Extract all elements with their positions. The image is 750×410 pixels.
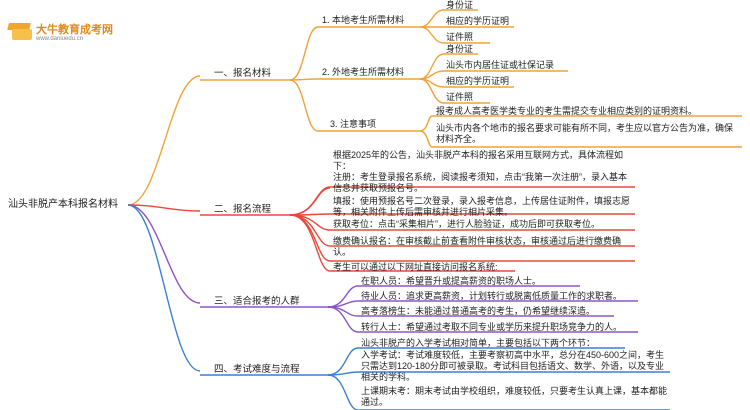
local-material-1: 身份证 [446,0,474,10]
site-name: 大牛教育成考网 [36,24,113,36]
audience-career-change: 转行人士：希望通过考取不同专业或学历来提升职场竞争力的人。 [361,322,623,332]
nonlocal-material-3: 相应的学历证明 [446,76,510,86]
note-2: 汕头市内各个地市的报名要求可能有所不同，考生应以官方公告为准，确保材料齐全。 [436,123,734,144]
site-url: www.daniuedu.cn [36,36,84,42]
local-material-3: 证件照 [446,32,474,42]
audience-employed: 在职人员：希望晋升或提高薪资的职场人士。 [361,276,542,286]
graduation-book-icon [7,21,34,41]
process-website: 考生可以通过以下网址直接访问报名系统: [333,262,498,272]
audience-jobseeker: 待业人员：追求更高薪资，计划转行或脱离低质量工作的求职者。 [361,291,623,301]
site-logo: 大牛教育成考网 www.daniuedu.cn [6,3,126,47]
nonlocal-material-4: 证件照 [446,92,474,102]
exam-entrance: 入学考试：考试难度较低，主要考察初高中水平，总分在450-600之间，考生只需达… [361,350,665,382]
branch-2-label: 二、报名流程 [214,204,272,215]
audience-exam-failed: 高考落榜生：未能通过普通高考的考生，仍希望继续深造。 [361,306,596,316]
branch-4-label: 四、考试难度与流程 [214,364,300,375]
process-pay: 缴费确认报名：在审核截止前查看附件审核状态，审核通过后进行缴费确认。 [333,236,622,257]
local-material-2: 相应的学历证明 [446,16,510,26]
process-intro: 根据2025年的公告，汕头非脱产本科的报名采用互联网方式，具体流程如下： [333,150,624,171]
process-fill: 填报：使用预报名号二次登录，录入报考信息，上传居住证附件，填报志愿等，相关附件上… [333,196,631,217]
exam-intro: 汕头非脱产的入学考试相对简单，主要包括以下两个环节： [361,338,596,348]
note-1: 报考成人高考医学类专业的考生需提交专业相应类别的证明资料。 [436,106,698,116]
branch-1-item-3: 3. 注意事项 [330,119,377,129]
process-seat: 获取考位：点击“采集相片”，进行人脸验证，成功后即可获取考位。 [333,219,600,229]
branch-3-label: 三、适合报考的人群 [214,296,300,307]
process-register: 注册：考生登录报名系统，阅读报考须知，点击“我第一次注册”，录入基本信息并获取预… [333,172,627,193]
nonlocal-material-2: 汕头市内居住证或社保记录 [446,60,555,70]
nonlocal-material-1: 身份证 [446,44,474,54]
branch-1-item-1: 1. 本地考生所需材料 [322,15,405,25]
root-node: 汕头非脱产本科报名材料 [8,199,118,210]
branch-1-label: 一、报名材料 [214,68,272,79]
branch-1-item-2: 2. 外地考生所需材料 [322,67,405,77]
exam-final: 上课期末考：期末考试由学校组织，难度较低，只要考生认真上课，基本都能通过。 [361,386,668,407]
